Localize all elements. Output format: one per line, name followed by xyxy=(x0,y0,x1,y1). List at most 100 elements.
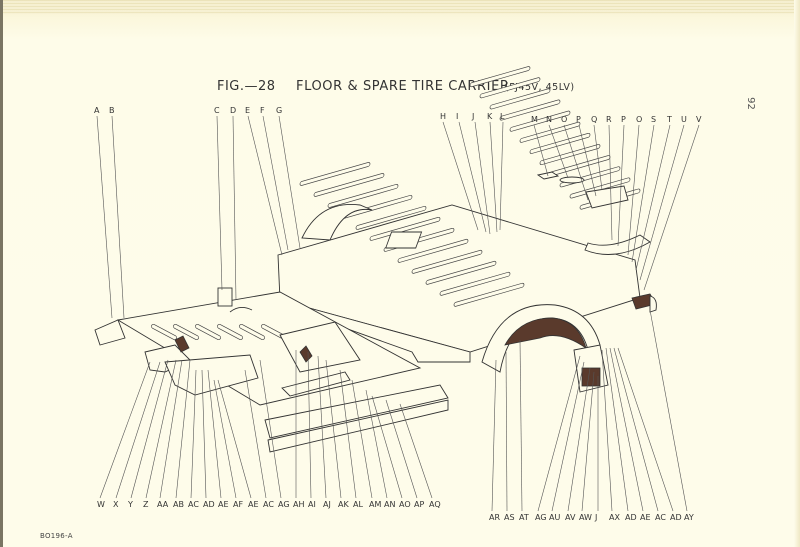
callout-d: D xyxy=(230,106,236,115)
leader-line xyxy=(458,121,487,233)
callout-ac: AC xyxy=(188,500,199,509)
callout-y: Y xyxy=(127,500,133,509)
leader-line xyxy=(365,389,388,499)
wheel-house-left xyxy=(301,203,373,241)
leader-line xyxy=(643,124,700,291)
leader-line xyxy=(399,403,433,499)
leader-line xyxy=(325,359,342,499)
leader-line xyxy=(115,361,161,499)
leader-line xyxy=(635,124,671,271)
callout-ad: AD xyxy=(625,513,637,522)
leader-line xyxy=(537,355,581,512)
callout-ai: AI xyxy=(308,500,316,509)
callout-ad: AD xyxy=(670,513,682,522)
callout-ap: AP xyxy=(414,500,424,509)
floor-rib xyxy=(369,216,441,241)
callout-w: W xyxy=(97,500,105,509)
bracket-c xyxy=(217,287,233,307)
floor-rib xyxy=(239,324,265,340)
cross-member xyxy=(279,321,361,397)
page-edge-top xyxy=(0,0,800,14)
floor-rib xyxy=(217,324,243,340)
leader-line xyxy=(201,369,207,499)
callout-ae: AE xyxy=(248,500,259,509)
leader-line xyxy=(96,115,113,319)
leader-line xyxy=(442,121,479,231)
leader-line xyxy=(609,347,644,512)
floor-rib xyxy=(195,324,221,340)
leader-line xyxy=(259,359,282,499)
callout-av: AV xyxy=(565,513,576,522)
leader-line xyxy=(217,379,252,499)
spare-tire-carrier xyxy=(536,171,651,393)
leader-line xyxy=(385,399,418,499)
leader-line xyxy=(627,124,640,256)
leader-line xyxy=(563,124,589,201)
leader-line xyxy=(593,124,603,191)
callout-t: T xyxy=(666,115,672,124)
leader-line xyxy=(130,359,169,499)
floor-cover-plate xyxy=(385,231,423,249)
leader-line xyxy=(548,124,569,179)
leader-line xyxy=(578,124,597,197)
callout-l: L xyxy=(500,112,505,121)
callout-x: X xyxy=(113,500,119,509)
callout-p: P xyxy=(621,115,626,124)
leader-line xyxy=(339,369,357,499)
leader-line xyxy=(489,121,498,233)
page-edge-right xyxy=(794,0,800,547)
leader-line xyxy=(159,359,183,499)
callout-at: AT xyxy=(519,513,529,522)
floor-rib xyxy=(439,271,511,296)
callout-o: O xyxy=(636,115,642,124)
leader-line xyxy=(605,347,629,512)
callout-i: I xyxy=(456,112,458,121)
leader-line xyxy=(262,115,289,251)
floor-rib xyxy=(355,205,427,230)
floor-rib xyxy=(151,324,177,340)
leader-line xyxy=(244,369,267,499)
callout-h: H xyxy=(440,112,446,121)
callout-ax: AX xyxy=(609,513,620,522)
leader-line xyxy=(145,359,177,499)
floor-rib xyxy=(489,88,551,110)
leader-line xyxy=(639,124,685,281)
floor-rib xyxy=(469,66,531,88)
leader-line xyxy=(608,124,613,241)
footer-code: BO196-A xyxy=(40,532,73,540)
callout-ac: AC xyxy=(263,500,274,509)
callout-k: K xyxy=(487,112,493,121)
leader-line xyxy=(533,124,549,177)
floor-rib xyxy=(453,282,525,307)
figure-title-row: FIG.—28 FLOOR & SPARE TIRE CARRIER (FJ45… xyxy=(0,77,800,97)
leader-line xyxy=(175,359,191,499)
callout-am: AM xyxy=(369,500,381,509)
callout-f: F xyxy=(260,106,265,115)
callout-e: E xyxy=(245,106,250,115)
leader-line xyxy=(307,351,312,499)
callout-p: P xyxy=(576,115,581,124)
floor-rib xyxy=(529,132,591,154)
leader-line xyxy=(631,124,655,263)
leader-line xyxy=(601,349,613,512)
callout-aq: AQ xyxy=(429,500,441,509)
floor-rib xyxy=(425,260,497,285)
callout-ad: AD xyxy=(203,500,215,509)
callout-as: AS xyxy=(504,513,515,522)
callout-ao: AO xyxy=(399,500,411,509)
leader-line xyxy=(216,115,223,291)
callout-z: Z xyxy=(143,500,149,509)
callout-aj: AJ xyxy=(323,500,331,509)
front-bracket-assembly xyxy=(144,287,259,396)
leader-line xyxy=(317,355,327,499)
floor-rib xyxy=(173,324,199,340)
callout-n: N xyxy=(546,115,552,124)
callout-au: AU xyxy=(549,513,560,522)
floor-rib xyxy=(313,173,385,197)
floor-rib xyxy=(327,184,399,208)
callout-ab: AB xyxy=(173,500,184,509)
callout-a: A xyxy=(94,106,100,115)
callout-u: U xyxy=(681,115,687,124)
floor-rib xyxy=(479,77,541,99)
